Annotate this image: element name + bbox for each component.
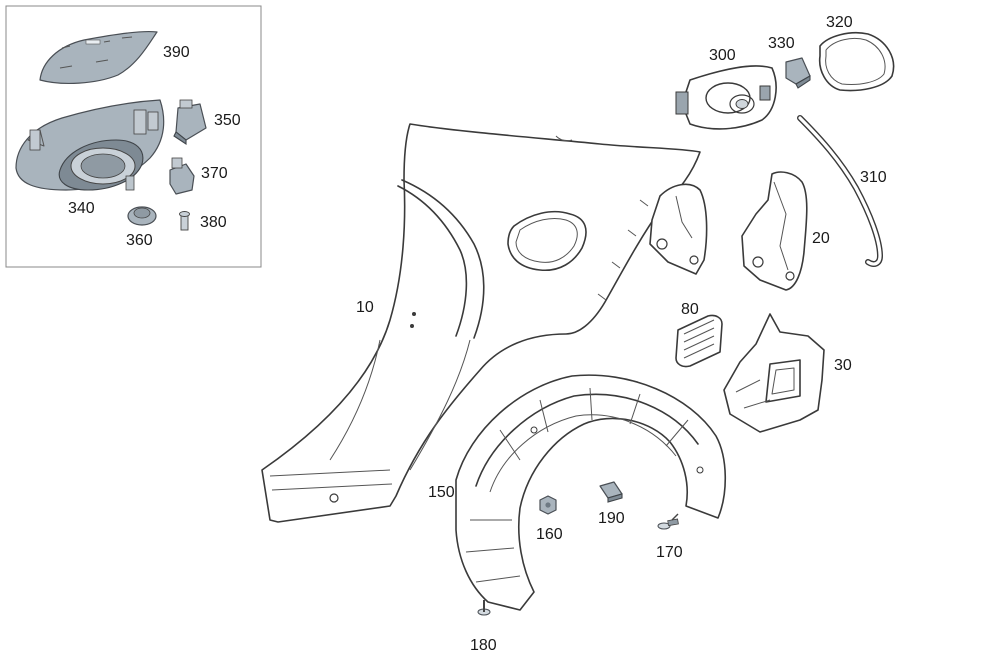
part-170-screw[interactable] bbox=[657, 513, 679, 530]
callout-190: 190 bbox=[598, 510, 625, 527]
inner-bracket[interactable] bbox=[649, 183, 708, 275]
callout-370: 370 bbox=[201, 165, 228, 182]
callout-390: 390 bbox=[163, 44, 190, 61]
callout-320: 320 bbox=[826, 14, 853, 31]
part-320-fuel-door[interactable] bbox=[818, 31, 895, 92]
part-330-actuator[interactable] bbox=[785, 57, 811, 89]
part-160-clip[interactable] bbox=[539, 495, 557, 515]
part-20-reinforcement[interactable] bbox=[741, 171, 808, 291]
callout-330: 330 bbox=[768, 35, 795, 52]
callout-350: 350 bbox=[214, 112, 241, 129]
inset-detail-box: 390 350 370 340 380 360 bbox=[5, 5, 262, 268]
part-300-filler-housing[interactable] bbox=[675, 65, 777, 130]
part-80-vent-grille[interactable] bbox=[675, 314, 723, 368]
callout-150: 150 bbox=[428, 484, 455, 501]
part-190-clip[interactable] bbox=[599, 481, 623, 503]
part-10-side-panel[interactable] bbox=[261, 123, 701, 523]
callout-30: 30 bbox=[834, 357, 852, 374]
part-370-sensor[interactable] bbox=[169, 157, 195, 195]
callout-310: 310 bbox=[860, 169, 887, 186]
part-340-filler-housing[interactable] bbox=[15, 99, 165, 191]
callout-380: 380 bbox=[200, 214, 227, 231]
part-30-insulation[interactable] bbox=[723, 313, 825, 433]
callout-20: 20 bbox=[812, 230, 830, 247]
callout-170: 170 bbox=[656, 544, 683, 561]
callout-360: 360 bbox=[126, 232, 153, 249]
callout-180: 180 bbox=[470, 637, 497, 654]
part-390-flap-cover[interactable] bbox=[39, 30, 158, 84]
callout-340: 340 bbox=[68, 200, 95, 217]
callout-160: 160 bbox=[536, 526, 563, 543]
part-380-pin[interactable] bbox=[179, 211, 190, 231]
callout-80: 80 bbox=[681, 301, 699, 318]
callout-300: 300 bbox=[709, 47, 736, 64]
part-180-screw[interactable] bbox=[477, 600, 491, 616]
part-150-wheel-arch-liner[interactable] bbox=[455, 374, 727, 611]
callout-10: 10 bbox=[356, 299, 374, 316]
part-360-grommet[interactable] bbox=[127, 206, 157, 226]
part-310-drain-hose[interactable] bbox=[797, 115, 884, 267]
part-350-actuator[interactable] bbox=[173, 99, 207, 146]
